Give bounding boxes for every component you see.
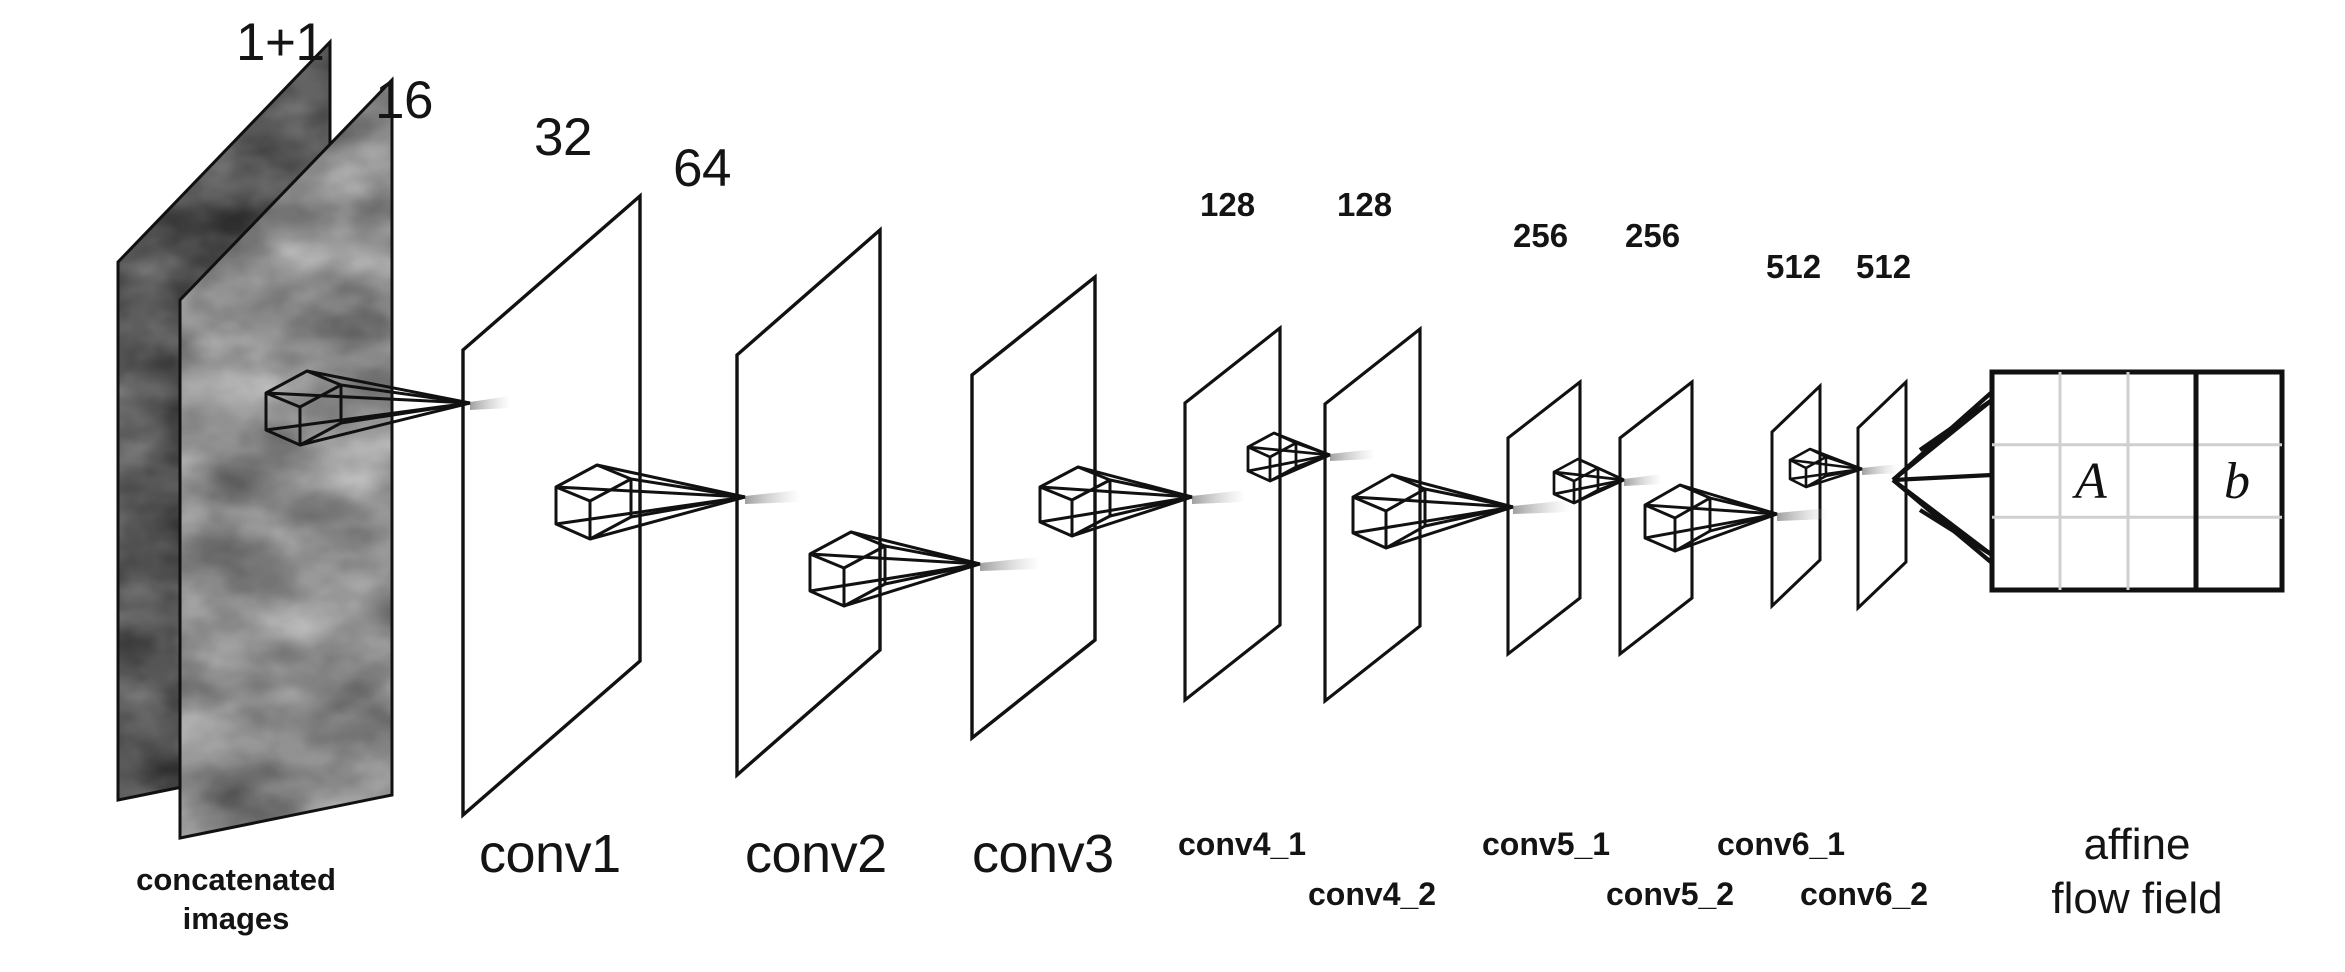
conv-kernel-conv5_1-to-conv5_2 — [1552, 457, 1662, 505]
input-caption-line2: images — [182, 900, 290, 936]
layer-name-conv3: conv3 — [972, 824, 1114, 884]
fanout-connections-to-affine-matrix — [1891, 390, 1994, 565]
conv-kernel-conv2-to-conv3 — [808, 530, 1040, 608]
channel-label-conv1: 16 — [375, 71, 433, 130]
conv-kernel-conv6_1-to-conv6_2 — [1788, 447, 1898, 489]
input-caption-line1: concatenated — [136, 862, 336, 897]
channel-label-conv5_1: 256 — [1513, 217, 1569, 254]
channel-label-conv3: 64 — [673, 139, 731, 198]
affine-matrix — [1989, 369, 2285, 593]
conv-kernel-conv1-to-conv2 — [554, 463, 800, 541]
layer-name-conv2: conv2 — [745, 824, 887, 884]
conv-kernel-conv3-to-conv4_1 — [1038, 465, 1245, 538]
channel-label-conv6_2: 512 — [1856, 248, 1912, 285]
channel-label-conv4_2: 128 — [1337, 186, 1393, 223]
matrix-label-b: b — [2224, 453, 2250, 510]
channel-label-conv6_1: 512 — [1766, 248, 1822, 285]
conv-plane-conv6_2 — [1856, 378, 1908, 612]
layer-name-conv4_1: conv4_1 — [1178, 826, 1307, 862]
layer-name-conv5_2: conv5_2 — [1606, 876, 1735, 912]
channel-label-conv5_2: 256 — [1625, 217, 1681, 254]
conv-kernel-conv4_1-to-conv4_2 — [1246, 431, 1375, 483]
conv-plane-conv5_2 — [1618, 378, 1694, 658]
conv-plane-conv5_1 — [1506, 378, 1582, 658]
matrix-label-A: A — [2075, 453, 2107, 510]
output-caption: affine flow field — [1987, 818, 2287, 925]
layer-name-conv4_2: conv4_2 — [1308, 876, 1437, 912]
conv-kernel-conv4_2-to-conv5_1 — [1351, 473, 1570, 550]
channel-label-conv2: 32 — [534, 108, 592, 167]
layer-name-conv6_1: conv6_1 — [1717, 826, 1846, 862]
input-channel-label: 1+1 — [236, 13, 325, 72]
conv-plane-conv2 — [735, 226, 882, 779]
conv-plane-conv3 — [970, 273, 1097, 742]
input-caption: concatenated images — [86, 861, 386, 939]
conv-plane-conv4_2 — [1323, 325, 1422, 705]
conv-plane-conv4_1 — [1183, 324, 1282, 704]
conv-plane-conv1 — [461, 192, 642, 819]
channel-label-conv4_1: 128 — [1200, 186, 1256, 223]
layer-name-conv1: conv1 — [479, 824, 621, 884]
conv-kernel-conv5_2-to-conv6_1 — [1643, 483, 1828, 553]
conv-kernel-input-to-conv1 — [264, 369, 510, 447]
conv-plane-conv6_1 — [1770, 382, 1822, 610]
output-caption-line1: affine — [2083, 820, 2191, 869]
layer-name-conv6_2: conv6_2 — [1800, 876, 1929, 912]
layer-name-conv5_1: conv5_1 — [1482, 826, 1611, 862]
output-caption-line2: flow field — [2051, 873, 2223, 923]
